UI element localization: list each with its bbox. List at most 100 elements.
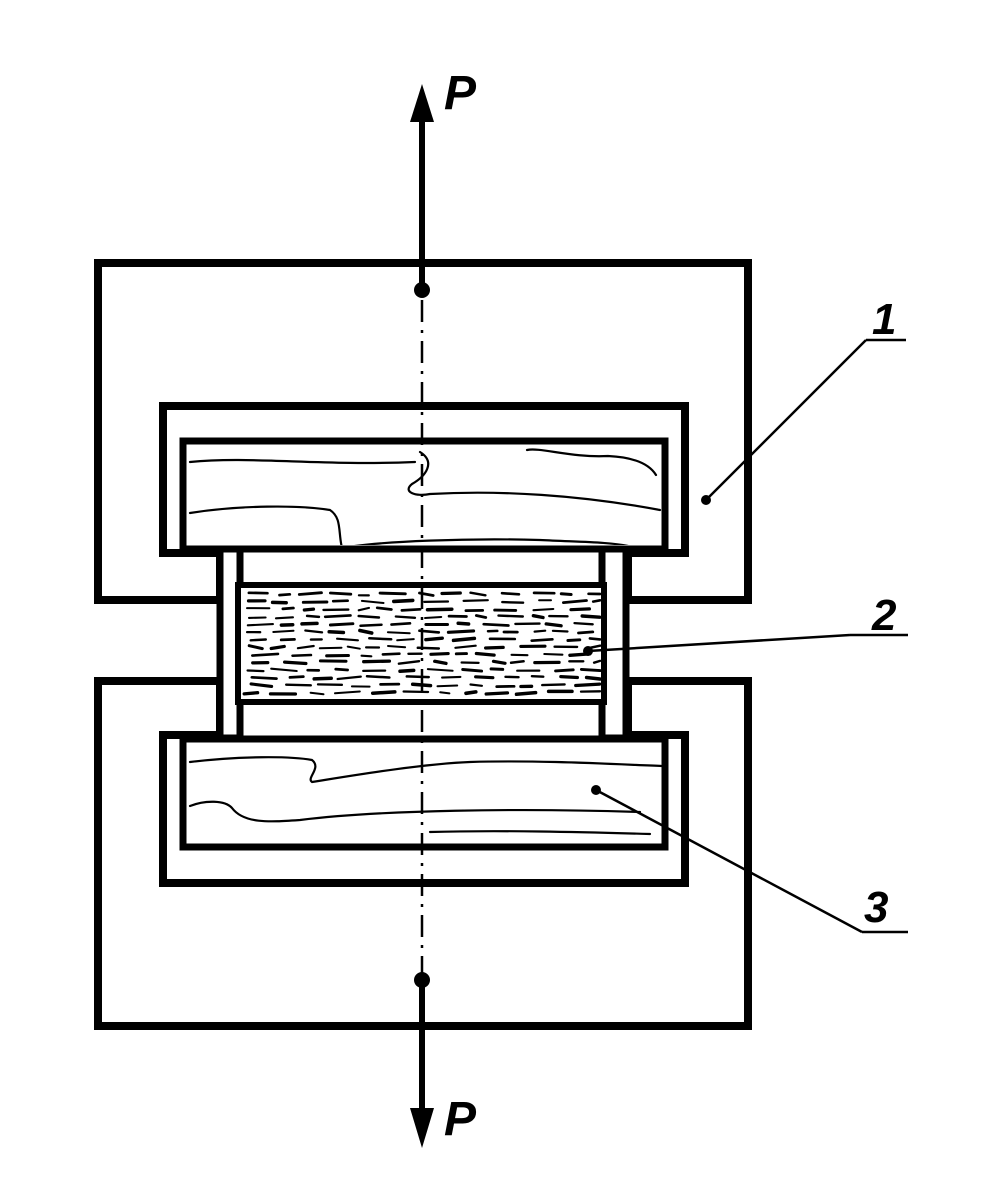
fiber-dash <box>323 614 352 619</box>
fiber-dash <box>441 675 462 679</box>
fiber-dash <box>464 690 478 696</box>
fiber-dash <box>573 621 594 626</box>
fiber-dash <box>288 675 305 679</box>
fiber-dash <box>274 616 294 620</box>
fiber-dash <box>569 607 592 612</box>
fiber-dash <box>246 623 274 627</box>
fiber-dash <box>327 630 346 635</box>
fiber-dash <box>302 607 316 612</box>
fiber-dash <box>474 651 496 657</box>
fiber-dash <box>400 607 422 612</box>
fiber-dash <box>365 674 391 679</box>
fiber-dash <box>491 659 507 665</box>
fiber-dash <box>336 637 359 642</box>
fiber-dash <box>530 675 545 678</box>
fiber-dash <box>247 644 264 651</box>
fiber-dash <box>566 638 582 642</box>
fiber-dash <box>368 637 393 641</box>
fiber-dash <box>357 606 371 612</box>
fiber-dash <box>482 622 510 627</box>
leader-2-dot <box>583 646 593 656</box>
leader-3 <box>595 788 908 934</box>
fiber-dash <box>359 623 383 628</box>
fiber-dash <box>390 621 412 626</box>
fiber-dash <box>381 652 401 656</box>
callout-label-2: 2 <box>872 591 897 640</box>
fiber-dash <box>387 645 407 649</box>
fiber-dash <box>579 667 602 673</box>
leader-1 <box>705 338 906 501</box>
fiber-dash <box>425 607 454 612</box>
fiber-dash <box>360 599 385 604</box>
leader-1-dot <box>701 495 711 505</box>
fiber-dash <box>451 636 477 643</box>
upper-load-point <box>414 282 430 298</box>
fiber-dash <box>446 629 476 634</box>
leader-2 <box>587 633 908 653</box>
fiber-dash <box>378 591 407 596</box>
fiber-dash <box>424 636 444 642</box>
fiber-dash <box>396 638 415 642</box>
lower-wood-grain <box>188 756 663 836</box>
fiber-dash <box>370 690 397 695</box>
fiber-dash <box>305 614 321 619</box>
fiber-dash <box>429 652 450 656</box>
fiber-dash <box>394 615 417 619</box>
fiber-dash <box>580 614 602 619</box>
fiber-dash <box>469 591 487 597</box>
fiber-dash <box>424 615 443 620</box>
fiber-dash <box>454 644 477 649</box>
fiber-dash <box>398 668 416 674</box>
force-label-top: P <box>444 67 477 120</box>
fiber-dash <box>281 606 295 611</box>
fiber-dash <box>312 676 333 681</box>
fiber-dash <box>391 598 415 604</box>
fiber-dash <box>484 645 505 650</box>
fiber-dash <box>304 629 324 634</box>
fiber-dash <box>541 683 566 687</box>
fiber-dash <box>334 667 349 672</box>
fiber-dash <box>318 646 343 650</box>
fiber-dash <box>484 691 510 696</box>
fiber-dash <box>278 592 292 597</box>
fiber-dash <box>362 659 392 664</box>
fiber-dash <box>497 614 524 618</box>
fiber-dash <box>250 675 278 680</box>
fiber-dash <box>328 622 355 627</box>
fiber-dash <box>309 691 325 696</box>
fiber-dash <box>296 644 315 650</box>
fiber-dash <box>469 683 483 687</box>
callout-label-3: 3 <box>864 883 889 932</box>
fiber-dash <box>474 614 488 619</box>
fiber-dash <box>249 638 267 642</box>
upper-force-arrowhead <box>410 84 434 122</box>
fiber-dash <box>426 668 454 672</box>
callout-label-1: 1 <box>872 295 897 344</box>
fiber-dash <box>588 637 602 641</box>
fiber-dash <box>509 660 525 665</box>
fiber-dash <box>242 691 260 696</box>
fiber-dash <box>358 628 374 635</box>
fiber-dash <box>334 690 361 695</box>
fiber-dash <box>246 669 265 673</box>
fiber-dash <box>559 674 580 680</box>
fiber-dash <box>297 591 323 596</box>
fiber-dash <box>331 599 350 603</box>
fiber-dash <box>532 607 555 612</box>
fiber-dash <box>584 675 602 681</box>
fiber-dash <box>405 675 430 679</box>
upper-wood-grain <box>188 448 662 545</box>
fiber-dash <box>291 653 313 657</box>
fiber-dash <box>249 682 274 688</box>
fiber-dash <box>591 598 602 603</box>
fiber-dash <box>386 631 411 635</box>
fiber-dash <box>300 621 319 626</box>
leader-3-dot <box>591 785 601 795</box>
upper-wood-block <box>179 437 669 553</box>
fiber-dash <box>251 652 280 657</box>
fiber-dash <box>433 659 448 666</box>
fiber-dash <box>283 660 308 666</box>
fiber-dash <box>436 684 459 688</box>
fiber-dash <box>397 660 421 665</box>
